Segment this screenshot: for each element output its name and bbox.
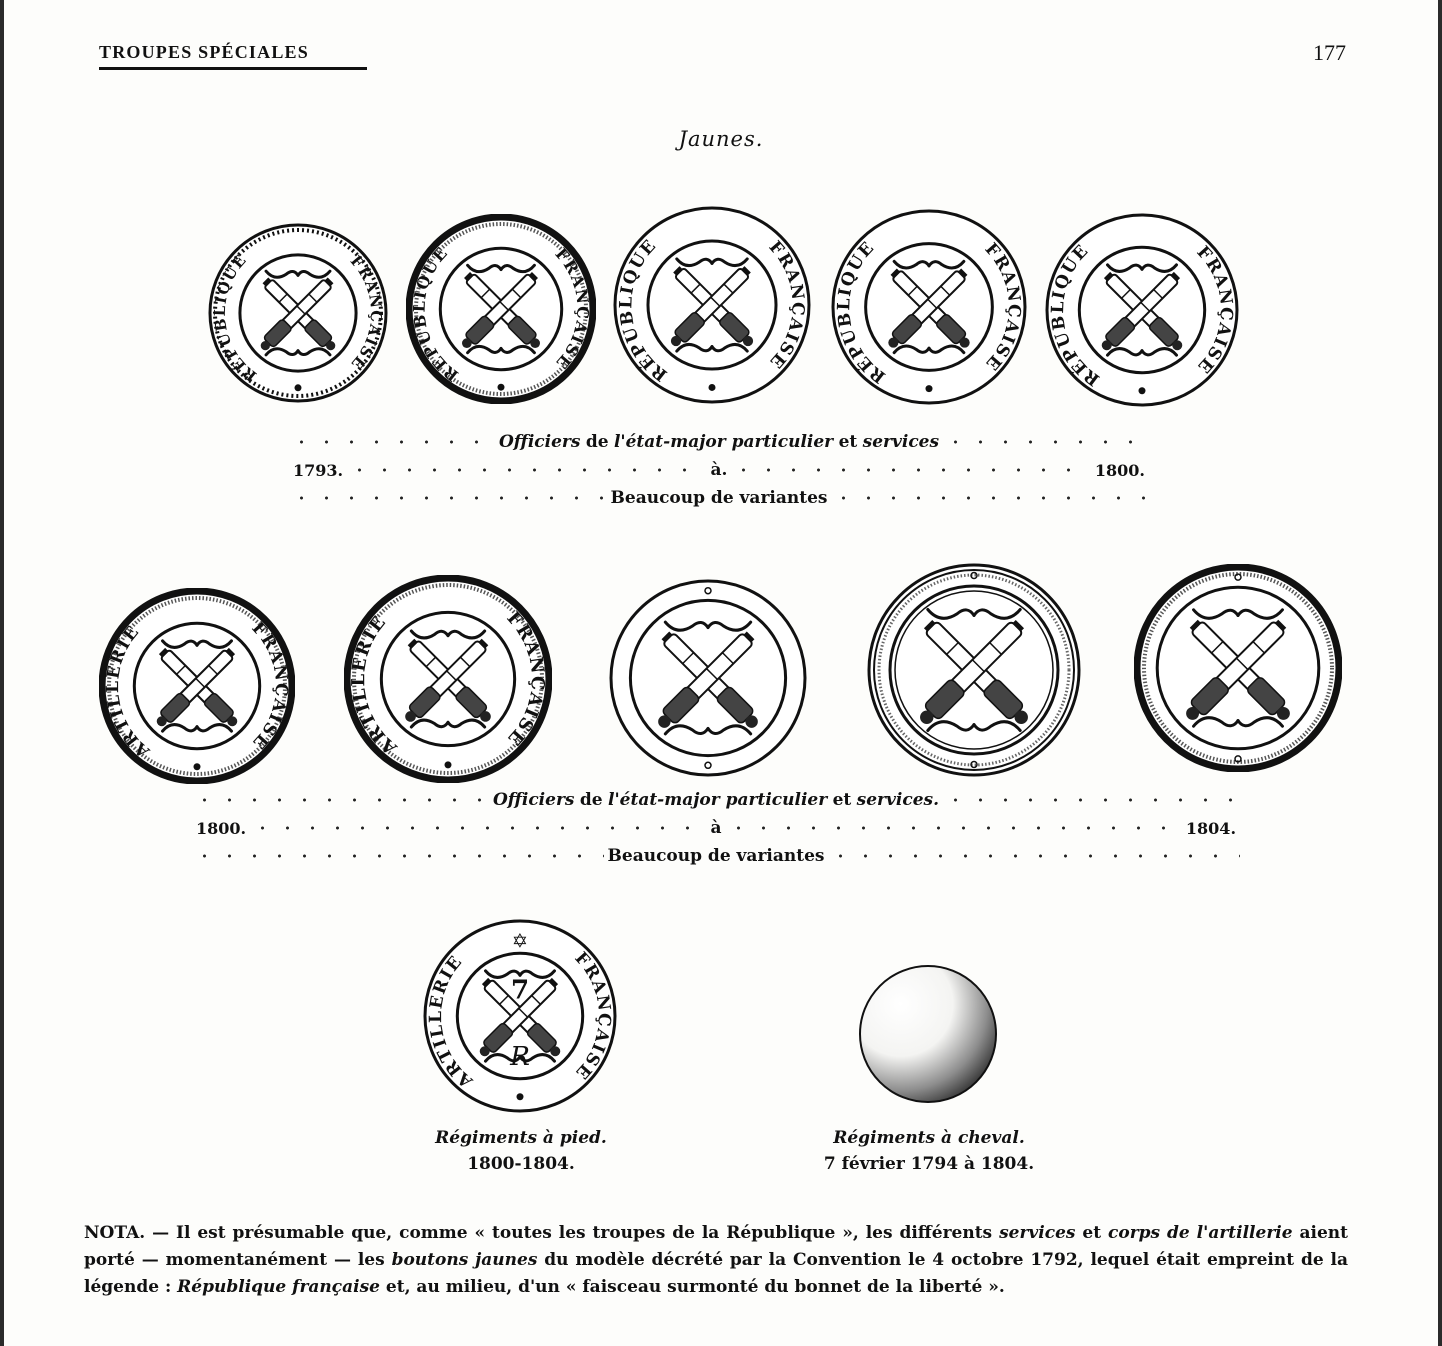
page-number: 177 bbox=[1313, 40, 1346, 65]
running-head: TROUPES SPÉCIALES bbox=[99, 42, 367, 70]
caption-regiments-a-cheval: Régiments à cheval. 7 février 1794 à 180… bbox=[823, 1128, 1035, 1174]
row2-start-year: 1800. bbox=[196, 818, 247, 838]
row1-end-year: 1800. bbox=[1094, 460, 1145, 480]
row2-end-year: 1804. bbox=[1185, 818, 1237, 838]
row1-variants: Beaucoup de variantes bbox=[610, 488, 828, 508]
svg-text:7: 7 bbox=[511, 974, 529, 1005]
row1-caption-line1: Officiers de l'état-major particulier et… bbox=[289, 432, 1150, 452]
row2-caption-line2: 1800. à 1804. bbox=[192, 818, 1240, 838]
row2-variants: Beaucoup de variantes bbox=[607, 846, 825, 866]
nota-paragraph: NOTA. — Il est présumable que, comme « t… bbox=[84, 1223, 1348, 1297]
svg-text:R: R bbox=[509, 1042, 530, 1072]
section-title: Jaunes. bbox=[678, 127, 764, 151]
button-illustration-row2-4 bbox=[867, 563, 1081, 777]
row1-caption-officiers: Officiers bbox=[498, 432, 581, 452]
row2-caption-officiers: Officiers bbox=[492, 790, 575, 810]
button-illustration-row2-3 bbox=[609, 579, 807, 777]
book-page: TROUPES SPÉCIALES 177 Jaunes. RÉPUBLIQUE… bbox=[4, 0, 1438, 1346]
row2-caption-line3: Beaucoup de variantes bbox=[192, 846, 1240, 866]
row1-caption-line2: 1793. à. 1800. bbox=[289, 460, 1149, 480]
svg-text:✡: ✡ bbox=[512, 930, 528, 953]
button-illustration-row2-5 bbox=[1134, 564, 1342, 772]
row1-middle: à. bbox=[710, 460, 728, 480]
row2-middle: à bbox=[710, 818, 722, 838]
row1-start-year: 1793. bbox=[293, 460, 344, 480]
caption-regiments-a-pied: Régiments à pied. 1800-1804. bbox=[435, 1128, 607, 1174]
row1-caption-line3: Beaucoup de variantes bbox=[289, 488, 1149, 508]
button-illustration-regiments-a-cheval bbox=[859, 965, 997, 1103]
row2-caption-line1: Officiers de l'état-major particulier et… bbox=[192, 790, 1240, 810]
